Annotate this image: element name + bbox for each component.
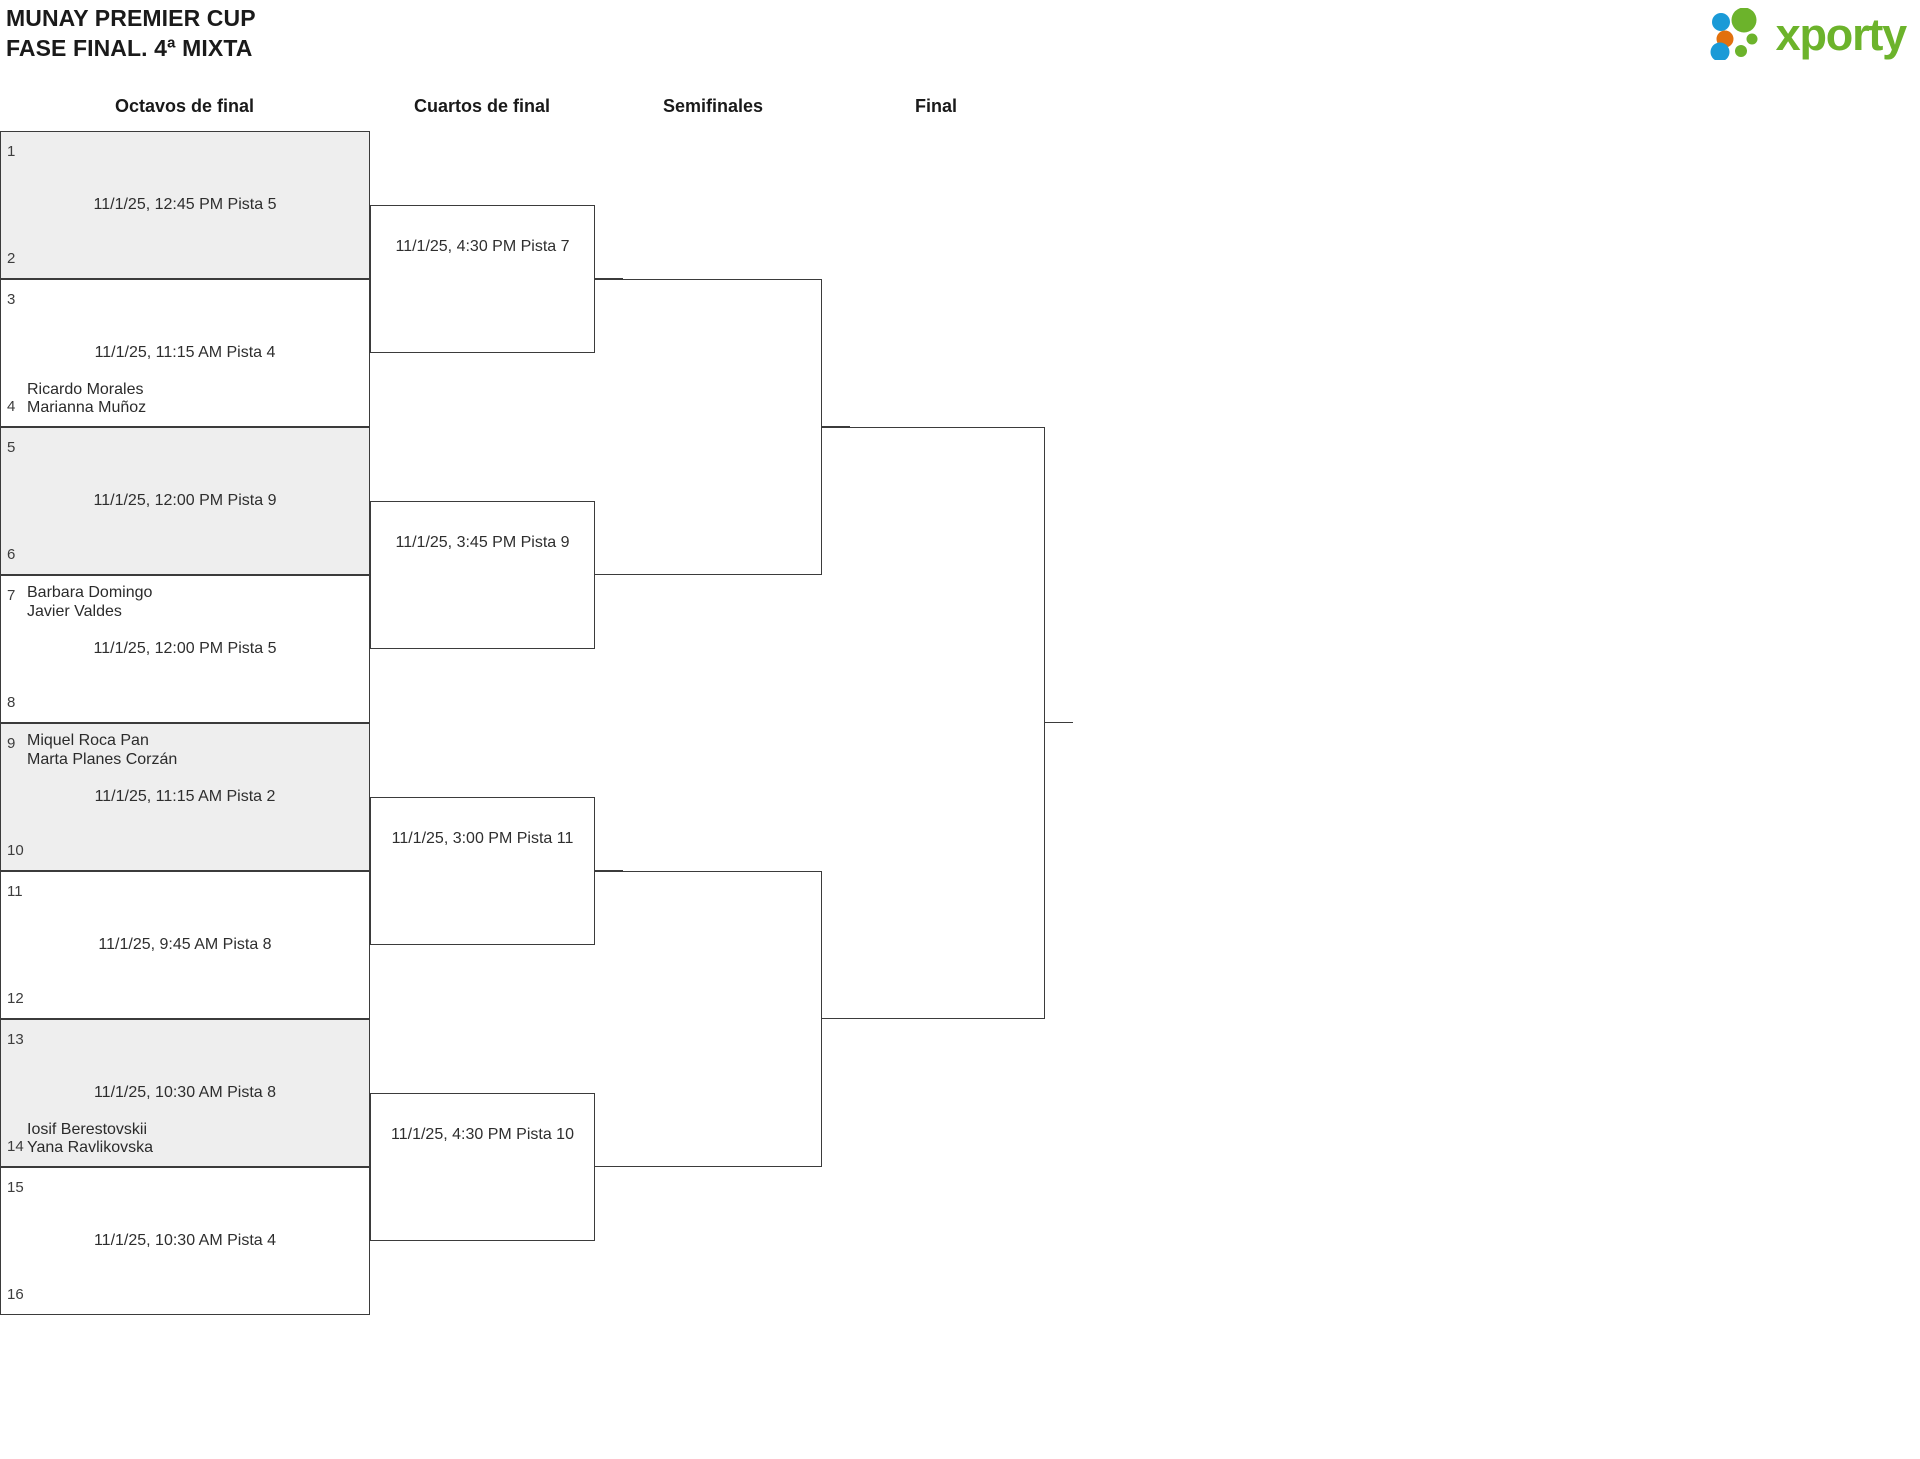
connector-qf1-out bbox=[595, 278, 623, 280]
match-octavos-6[interactable]: 11 11/1/25, 9:45 AM Pista 8 12 bbox=[0, 871, 370, 1019]
seed-number: 9 bbox=[7, 735, 16, 752]
seed-number: 15 bbox=[7, 1179, 24, 1196]
match-time: 11/1/25, 12:00 PM Pista 5 bbox=[93, 640, 277, 657]
xporty-dots-icon bbox=[1710, 8, 1758, 60]
match-time: 11/1/25, 12:45 PM Pista 5 bbox=[93, 196, 277, 213]
match-time: 11/1/25, 10:30 AM Pista 8 bbox=[93, 1084, 277, 1101]
connector-final-out bbox=[1045, 722, 1073, 724]
match-cuartos-3[interactable]: 11/1/25, 3:00 PM Pista 11 bbox=[370, 797, 595, 945]
match-time: 11/1/25, 12:00 PM Pista 9 bbox=[93, 492, 277, 509]
seed-number: 8 bbox=[7, 694, 16, 711]
xporty-logo: xporty bbox=[1708, 8, 1908, 60]
xporty-wordmark: xporty bbox=[1775, 8, 1908, 60]
match-time: 11/1/25, 4:30 PM Pista 7 bbox=[395, 238, 570, 255]
seed-number: 4 bbox=[7, 398, 16, 415]
seed-number: 13 bbox=[7, 1031, 24, 1048]
seed-number: 11 bbox=[7, 883, 23, 900]
match-semifinal-2[interactable] bbox=[595, 871, 822, 1167]
connector-sf2-out bbox=[822, 1018, 850, 1020]
seed-number: 16 bbox=[7, 1286, 24, 1303]
round-header-octavos: Octavos de final bbox=[115, 96, 255, 116]
tournament-title-line-2: FASE FINAL. 4ª MIXTA bbox=[6, 34, 253, 61]
seed-number: 14 bbox=[7, 1138, 24, 1155]
match-cuartos-2[interactable]: 11/1/25, 3:45 PM Pista 9 bbox=[370, 501, 595, 649]
tournament-title: MUNAY PREMIER CUP FASE FINAL. 4ª MIXTA bbox=[6, 4, 256, 64]
connector-sf1-out bbox=[822, 426, 850, 428]
match-octavos-2[interactable]: 3 11/1/25, 11:15 AM Pista 4 4 Ricardo Mo… bbox=[0, 279, 370, 427]
round-header-cuartos: Cuartos de final bbox=[414, 96, 551, 116]
seed-number: 10 bbox=[7, 842, 24, 859]
seed-number: 2 bbox=[7, 250, 16, 267]
match-time: 11/1/25, 3:00 PM Pista 11 bbox=[391, 830, 574, 847]
round-header-final: Final bbox=[915, 96, 958, 116]
match-cuartos-1[interactable]: 11/1/25, 4:30 PM Pista 7 bbox=[370, 205, 595, 353]
match-time: 11/1/25, 11:15 AM Pista 4 bbox=[94, 344, 276, 361]
seed-number: 5 bbox=[7, 439, 16, 456]
match-time: 11/1/25, 3:45 PM Pista 9 bbox=[395, 534, 570, 551]
connector-qf4-out bbox=[595, 1166, 623, 1168]
match-octavos-7[interactable]: 13 11/1/25, 10:30 AM Pista 8 14 Iosif Be… bbox=[0, 1019, 370, 1167]
match-semifinal-1[interactable] bbox=[595, 279, 822, 575]
match-time: 11/1/25, 10:30 AM Pista 4 bbox=[93, 1232, 277, 1249]
connector-qf3-out bbox=[595, 870, 623, 872]
tournament-title-line-1: MUNAY PREMIER CUP bbox=[6, 5, 256, 31]
seed-number: 1 bbox=[7, 143, 16, 160]
match-cuartos-4[interactable]: 11/1/25, 4:30 PM Pista 10 bbox=[370, 1093, 595, 1241]
match-final[interactable] bbox=[822, 427, 1045, 1019]
seed-number: 3 bbox=[7, 291, 16, 308]
connector-qf2-out bbox=[595, 574, 623, 576]
seed-number: 6 bbox=[7, 546, 16, 563]
round-header-semifinales: Semifinales bbox=[663, 96, 764, 116]
match-time: 11/1/25, 11:15 AM Pista 2 bbox=[94, 788, 276, 805]
match-octavos-3[interactable]: 5 11/1/25, 12:00 PM Pista 9 6 bbox=[0, 427, 370, 575]
match-octavos-8[interactable]: 15 11/1/25, 10:30 AM Pista 4 16 bbox=[0, 1167, 370, 1315]
match-time: 11/1/25, 4:30 PM Pista 10 bbox=[391, 1126, 574, 1143]
seed-number: 12 bbox=[7, 990, 24, 1007]
match-time: 11/1/25, 9:45 AM Pista 8 bbox=[98, 936, 272, 953]
match-octavos-1[interactable]: 1 11/1/25, 12:45 PM Pista 5 2 bbox=[0, 131, 370, 279]
seed-number: 7 bbox=[7, 587, 16, 604]
